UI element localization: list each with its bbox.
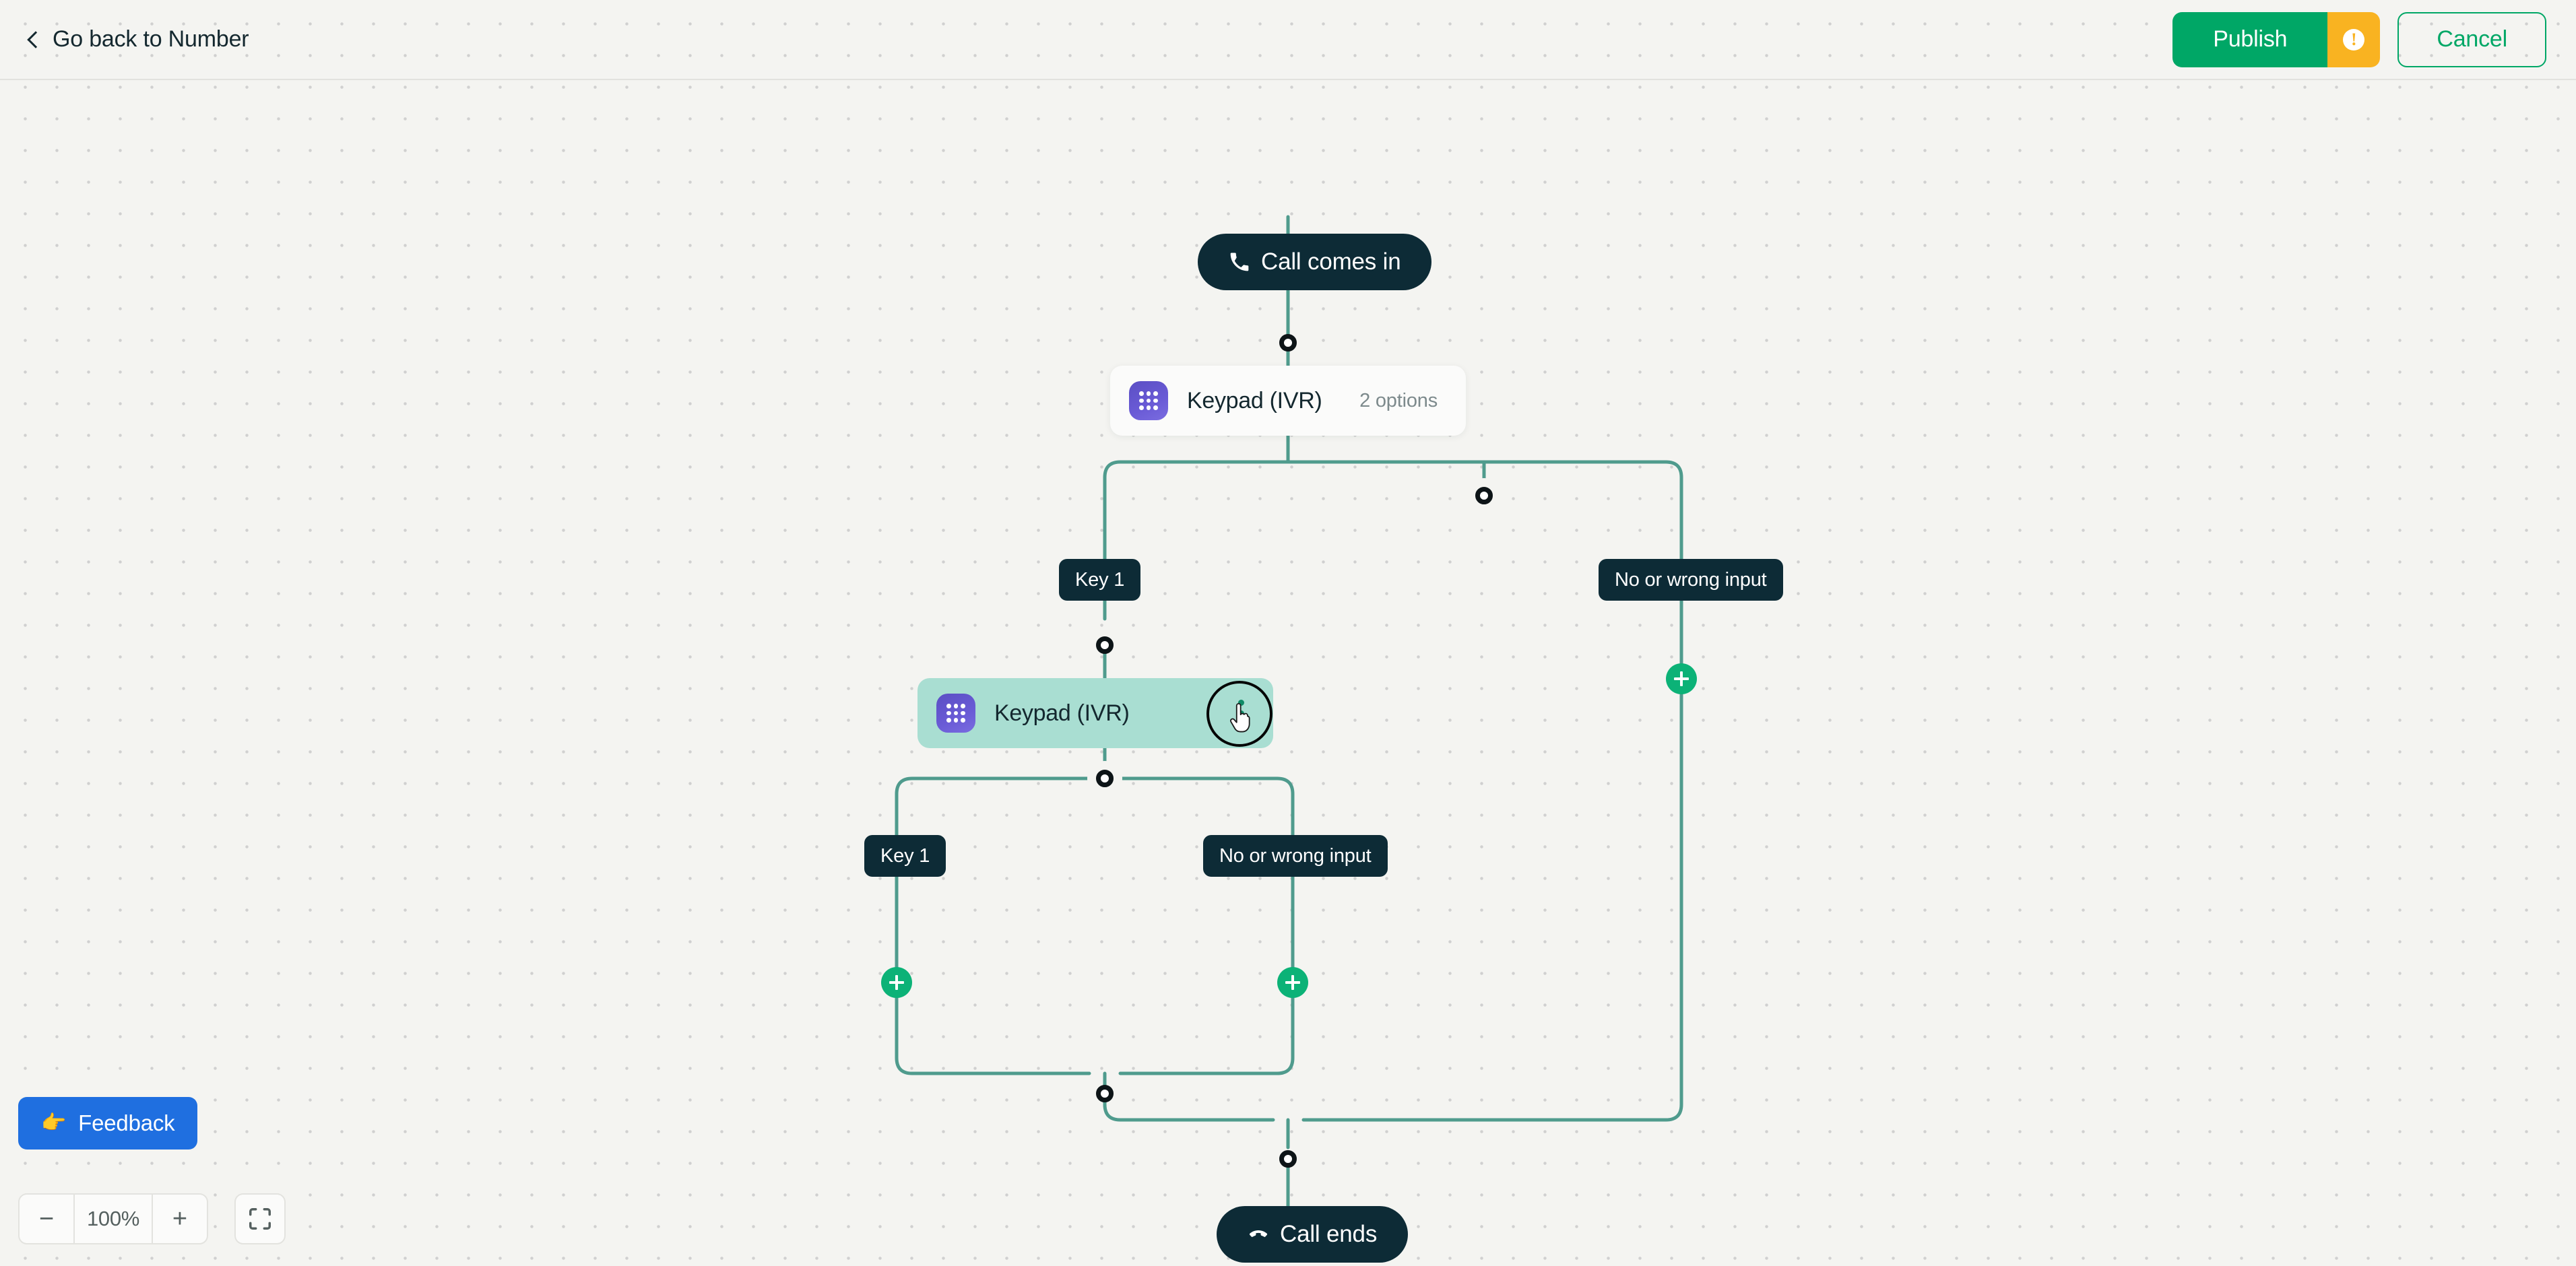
header-actions: Publish ! Cancel <box>2172 11 2546 67</box>
edge-handle-start-to-keypad1[interactable] <box>1279 334 1297 352</box>
edge-handle-split-level-2[interactable] <box>1096 770 1114 787</box>
flow-step-title: Keypad (IVR) <box>1187 387 1322 413</box>
flow-start-label: Call comes in <box>1261 248 1401 275</box>
feedback-label: Feedback <box>78 1110 175 1135</box>
divider <box>152 1195 153 1243</box>
branch-label-text: No or wrong input <box>1615 568 1767 591</box>
flow-canvas[interactable]: Call comes in Keypad (IVR) 2 options Key… <box>0 80 2576 1266</box>
zoom-controls: − 100% + <box>18 1193 208 1244</box>
go-back-button[interactable]: Go back to Number <box>27 26 249 53</box>
branch-label-no-or-wrong-input-level-2[interactable]: No or wrong input <box>1203 835 1388 877</box>
cancel-button[interactable]: Cancel <box>2397 11 2546 67</box>
go-back-label: Go back to Number <box>53 26 249 52</box>
zoom-in-button[interactable]: + <box>153 1195 207 1243</box>
keypad-grid-icon <box>936 694 975 733</box>
edge-handle-split-level-1[interactable] <box>1475 487 1493 504</box>
flow-step-keypad-ivr-1[interactable]: Keypad (IVR) 2 options <box>1110 366 1466 436</box>
top-header-bar: Go back to Number Publish ! Cancel <box>0 0 2576 80</box>
edge-handle-key1-to-keypad2[interactable] <box>1096 636 1114 654</box>
flow-step-options-count: 2 options <box>1359 389 1438 411</box>
phone-incoming-icon <box>1229 251 1250 273</box>
zoom-level-label: 100% <box>86 1207 140 1230</box>
feedback-button[interactable]: 👉 Feedback <box>18 1097 198 1150</box>
add-step-no-wrong-input-level-1[interactable] <box>1666 663 1697 694</box>
more-vertical-icon[interactable] <box>1209 678 1273 748</box>
add-step-key-1-level-2[interactable] <box>881 967 912 998</box>
flow-end-label: Call ends <box>1280 1221 1378 1247</box>
flow-step-keypad-ivr-2[interactable]: Keypad (IVR) <box>917 678 1273 748</box>
branch-label-key-1-level-2[interactable]: Key 1 <box>864 835 946 877</box>
branch-label-text: Key 1 <box>1075 568 1125 591</box>
publish-button[interactable]: Publish <box>2172 11 2328 67</box>
branch-label-text: No or wrong input <box>1219 844 1372 867</box>
publish-button-group: Publish ! <box>2172 11 2381 67</box>
fit-to-screen-button[interactable] <box>234 1193 286 1244</box>
flow-step-title: Keypad (IVR) <box>994 700 1130 726</box>
fit-to-screen-icon <box>249 1208 271 1230</box>
edge-handle-merge-level-2[interactable] <box>1096 1085 1114 1102</box>
keypad-grid-icon <box>1129 381 1168 420</box>
phone-hangup-icon <box>1248 1224 1269 1245</box>
pointing-hand-icon: 👉 <box>41 1112 67 1134</box>
branch-label-text: Key 1 <box>880 844 930 867</box>
flow-end-node[interactable]: Call ends <box>1217 1206 1409 1263</box>
edge-handle-merge-to-call-ends[interactable] <box>1279 1150 1297 1168</box>
publish-warning-button[interactable]: ! <box>2327 11 2381 67</box>
zoom-out-button[interactable]: − <box>20 1195 73 1243</box>
divider <box>73 1195 75 1243</box>
exclamation-icon: ! <box>2343 28 2365 51</box>
chevron-left-icon <box>27 31 44 48</box>
branch-label-no-or-wrong-input-level-1[interactable]: No or wrong input <box>1599 559 1783 601</box>
branch-label-key-1-level-1[interactable]: Key 1 <box>1059 559 1141 601</box>
add-step-no-wrong-input-level-2[interactable] <box>1277 967 1308 998</box>
flow-start-node[interactable]: Call comes in <box>1198 234 1432 290</box>
